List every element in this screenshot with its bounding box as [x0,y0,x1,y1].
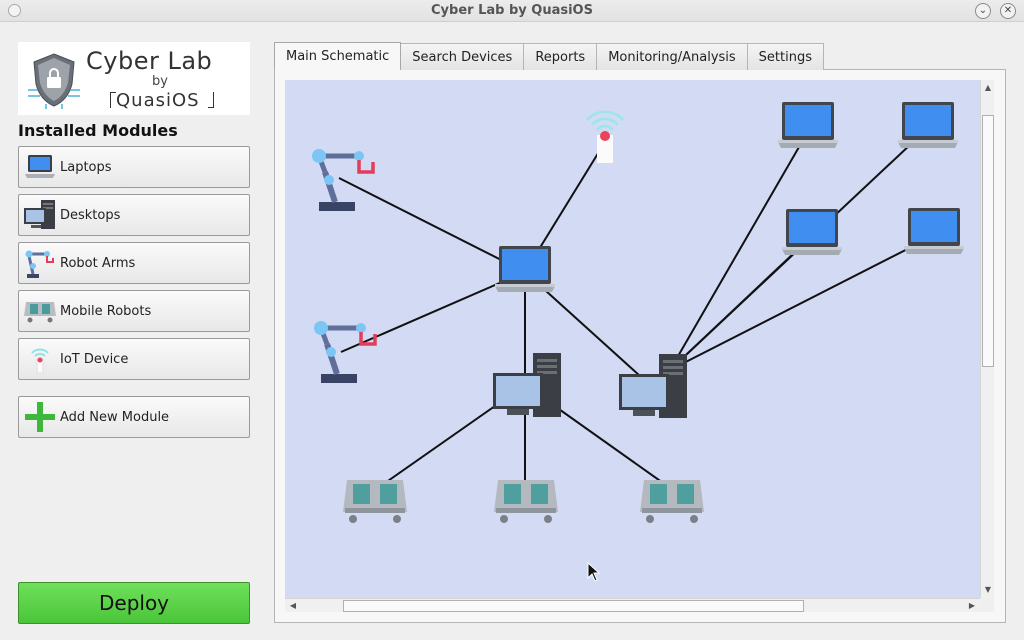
scroll-up-icon[interactable]: ▲ [984,83,992,92]
tab-search-devices[interactable]: Search Devices [400,43,525,70]
mobile-robots-module-button[interactable]: Mobile Robots [18,290,250,332]
robot-arms-module-label: Robot Arms [60,255,136,271]
add-new-module-label: Add New Module [60,409,170,425]
mobile-robot-node-1[interactable] [343,480,407,523]
scroll-down-icon[interactable]: ▼ [984,585,992,594]
robot-arm-icon [23,245,57,281]
laptop-hub-node[interactable] [495,246,555,292]
laptop-node-4[interactable] [904,208,964,254]
scroll-right-icon[interactable]: ▶ [968,601,976,610]
iot-device-icon [23,341,57,377]
iot-device-module-label: IoT Device [60,351,129,367]
shield-lock-icon [28,53,80,109]
link [669,127,811,371]
plus-icon [23,399,57,435]
scroll-corner [980,598,994,612]
tab-bar: Main Schematic Search Devices Reports Mo… [274,42,824,70]
desktops-module-label: Desktops [60,207,121,223]
logo-title: Cyber Lab [86,47,213,75]
horizontal-scrollbar[interactable]: ◀ ▶ [285,598,980,612]
mobile-robot-node-3[interactable] [640,480,704,523]
laptops-module-button[interactable]: Laptops [18,146,250,188]
mobile-robot-node-2[interactable] [494,480,558,523]
iot-device-node[interactable] [585,110,625,165]
window-title: Cyber Lab by QuasiOS [431,3,593,18]
network-diagram [285,102,964,523]
logo-bracket-left [110,92,116,108]
laptop-node-3[interactable] [782,209,842,255]
mobile-robot-icon [23,293,57,329]
installed-modules-heading: Installed Modules [18,121,178,140]
laptop-node-1[interactable] [778,102,838,148]
close-icon[interactable]: ✕ [1000,3,1016,19]
deploy-button[interactable]: Deploy [18,582,250,624]
logo-company: QuasiOS [116,90,200,111]
tab-reports[interactable]: Reports [523,43,598,70]
add-new-module-button[interactable]: Add New Module [18,396,250,438]
link [340,271,526,353]
horizontal-scroll-thumb[interactable] [343,600,804,612]
logo-by: by [152,74,168,89]
desktop-node-2[interactable] [619,354,687,418]
robot-arms-module-button[interactable]: Robot Arms [18,242,250,284]
tab-monitoring-analysis[interactable]: Monitoring/Analysis [596,43,748,70]
vertical-scrollbar[interactable]: ▲ ▼ [980,80,994,598]
network-links [338,127,936,491]
minimize-icon[interactable]: ⌄ [975,3,991,19]
app-logo: Cyber Lab by QuasiOS [18,42,250,115]
iot-device-module-button[interactable]: IoT Device [18,338,250,380]
mouse-cursor-icon [587,562,601,582]
title-bar: Cyber Lab by QuasiOS ⌄ ✕ [0,0,1024,22]
desktops-module-button[interactable]: Desktops [18,194,250,236]
link [338,177,526,273]
tab-main-schematic[interactable]: Main Schematic [274,42,402,70]
robot-arm-node-2[interactable] [314,321,375,383]
laptop-node-2[interactable] [898,102,958,148]
vertical-scroll-thumb[interactable] [982,115,994,367]
link [669,235,813,371]
window-menu-icon[interactable] [8,4,21,17]
logo-bracket-right [208,92,214,108]
laptops-module-label: Laptops [60,159,112,175]
desktop-icon [23,197,57,233]
laptop-icon [23,149,57,185]
desktop-node-1[interactable] [493,353,561,417]
schematic-canvas[interactable] [285,80,980,598]
mobile-robots-module-label: Mobile Robots [60,303,152,319]
scroll-left-icon[interactable]: ◀ [289,601,297,610]
link [669,234,936,371]
tab-settings[interactable]: Settings [746,43,824,70]
